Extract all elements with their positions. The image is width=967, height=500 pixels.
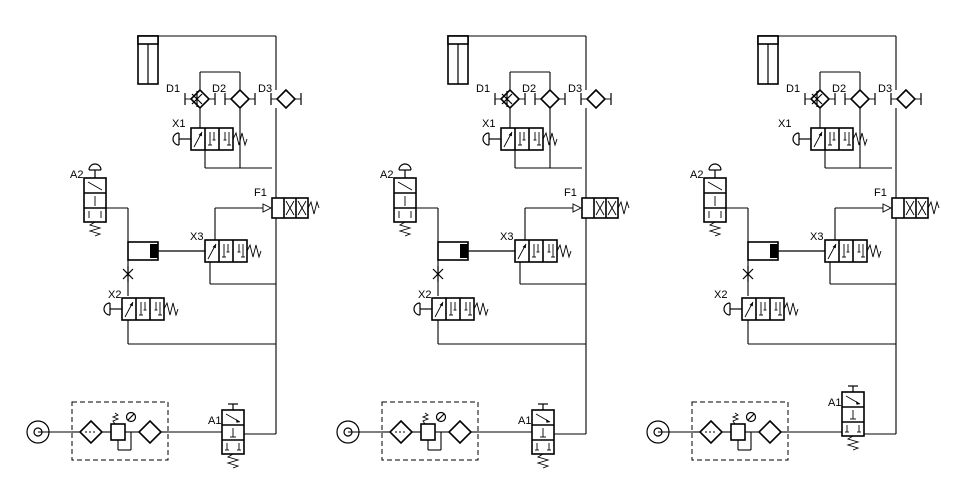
valve-f1 bbox=[262, 197, 320, 219]
cylinder bbox=[447, 35, 469, 85]
check-valve-d1 bbox=[494, 89, 526, 109]
check-valve-d2 bbox=[534, 89, 566, 109]
label-a2: A2 bbox=[380, 169, 393, 181]
valve-x1 bbox=[482, 127, 558, 151]
check-valve-d1 bbox=[184, 89, 216, 109]
valve-x2 bbox=[723, 297, 799, 321]
label-d2: D2 bbox=[212, 83, 226, 95]
label-x2: X2 bbox=[714, 289, 727, 301]
label-x2: X2 bbox=[108, 289, 121, 301]
label-d1: D1 bbox=[786, 83, 800, 95]
label-a2: A2 bbox=[690, 169, 703, 181]
valve-a2 bbox=[703, 163, 727, 237]
shuttle-block bbox=[437, 241, 515, 261]
valve-a1 bbox=[221, 403, 245, 469]
check-valve-d1 bbox=[804, 89, 836, 109]
valve-x3 bbox=[514, 239, 572, 263]
valve-x3 bbox=[204, 239, 262, 263]
label-d3: D3 bbox=[258, 83, 272, 95]
label-a1: A1 bbox=[208, 415, 221, 427]
label-x2: X2 bbox=[418, 289, 431, 301]
valve-a1 bbox=[841, 385, 865, 451]
valve-x3 bbox=[824, 239, 882, 263]
label-x3: X3 bbox=[190, 231, 203, 243]
label-d1: D1 bbox=[476, 83, 490, 95]
label-d2: D2 bbox=[832, 83, 846, 95]
valve-x1 bbox=[172, 127, 248, 151]
label-a2: A2 bbox=[70, 169, 83, 181]
service-unit bbox=[37, 401, 169, 461]
label-x1: X1 bbox=[482, 118, 495, 130]
check-valve-d3 bbox=[270, 89, 302, 109]
label-x3: X3 bbox=[810, 231, 823, 243]
service-unit bbox=[657, 401, 789, 461]
label-f1: F1 bbox=[564, 187, 577, 199]
label-a1: A1 bbox=[518, 415, 531, 427]
valve-a2 bbox=[83, 163, 107, 237]
check-valve-d3 bbox=[580, 89, 612, 109]
label-a1: A1 bbox=[828, 397, 841, 409]
valve-f1 bbox=[882, 197, 940, 219]
label-x1: X1 bbox=[778, 118, 791, 130]
valve-x2 bbox=[103, 297, 179, 321]
valve-x2 bbox=[413, 297, 489, 321]
label-x3: X3 bbox=[500, 231, 513, 243]
valve-a2 bbox=[393, 163, 417, 237]
label-d1: D1 bbox=[166, 83, 180, 95]
label-d2: D2 bbox=[522, 83, 536, 95]
label-d3: D3 bbox=[568, 83, 582, 95]
service-unit bbox=[347, 401, 479, 461]
label-x1: X1 bbox=[172, 118, 185, 130]
circuit-1: D1 D2 D3 X1 F1 A2 bbox=[26, 35, 320, 469]
check-valve-d2 bbox=[224, 89, 256, 109]
circuit-2: D1 D2 D3 X1 F1 A2 bbox=[336, 35, 630, 469]
label-f1: F1 bbox=[874, 187, 887, 199]
check-valve-d3 bbox=[890, 89, 922, 109]
valve-x1 bbox=[792, 127, 868, 151]
circuit-3: D1 D2 D3 X1 F1 A2 bbox=[646, 35, 940, 461]
valve-f1 bbox=[572, 197, 630, 219]
shuttle-block bbox=[747, 241, 825, 261]
check-valve-d2 bbox=[844, 89, 876, 109]
shuttle-block bbox=[127, 241, 205, 261]
cylinder bbox=[757, 35, 779, 85]
valve-a1 bbox=[531, 403, 555, 469]
cylinder bbox=[137, 35, 159, 85]
label-f1: F1 bbox=[254, 187, 267, 199]
label-d3: D3 bbox=[878, 83, 892, 95]
